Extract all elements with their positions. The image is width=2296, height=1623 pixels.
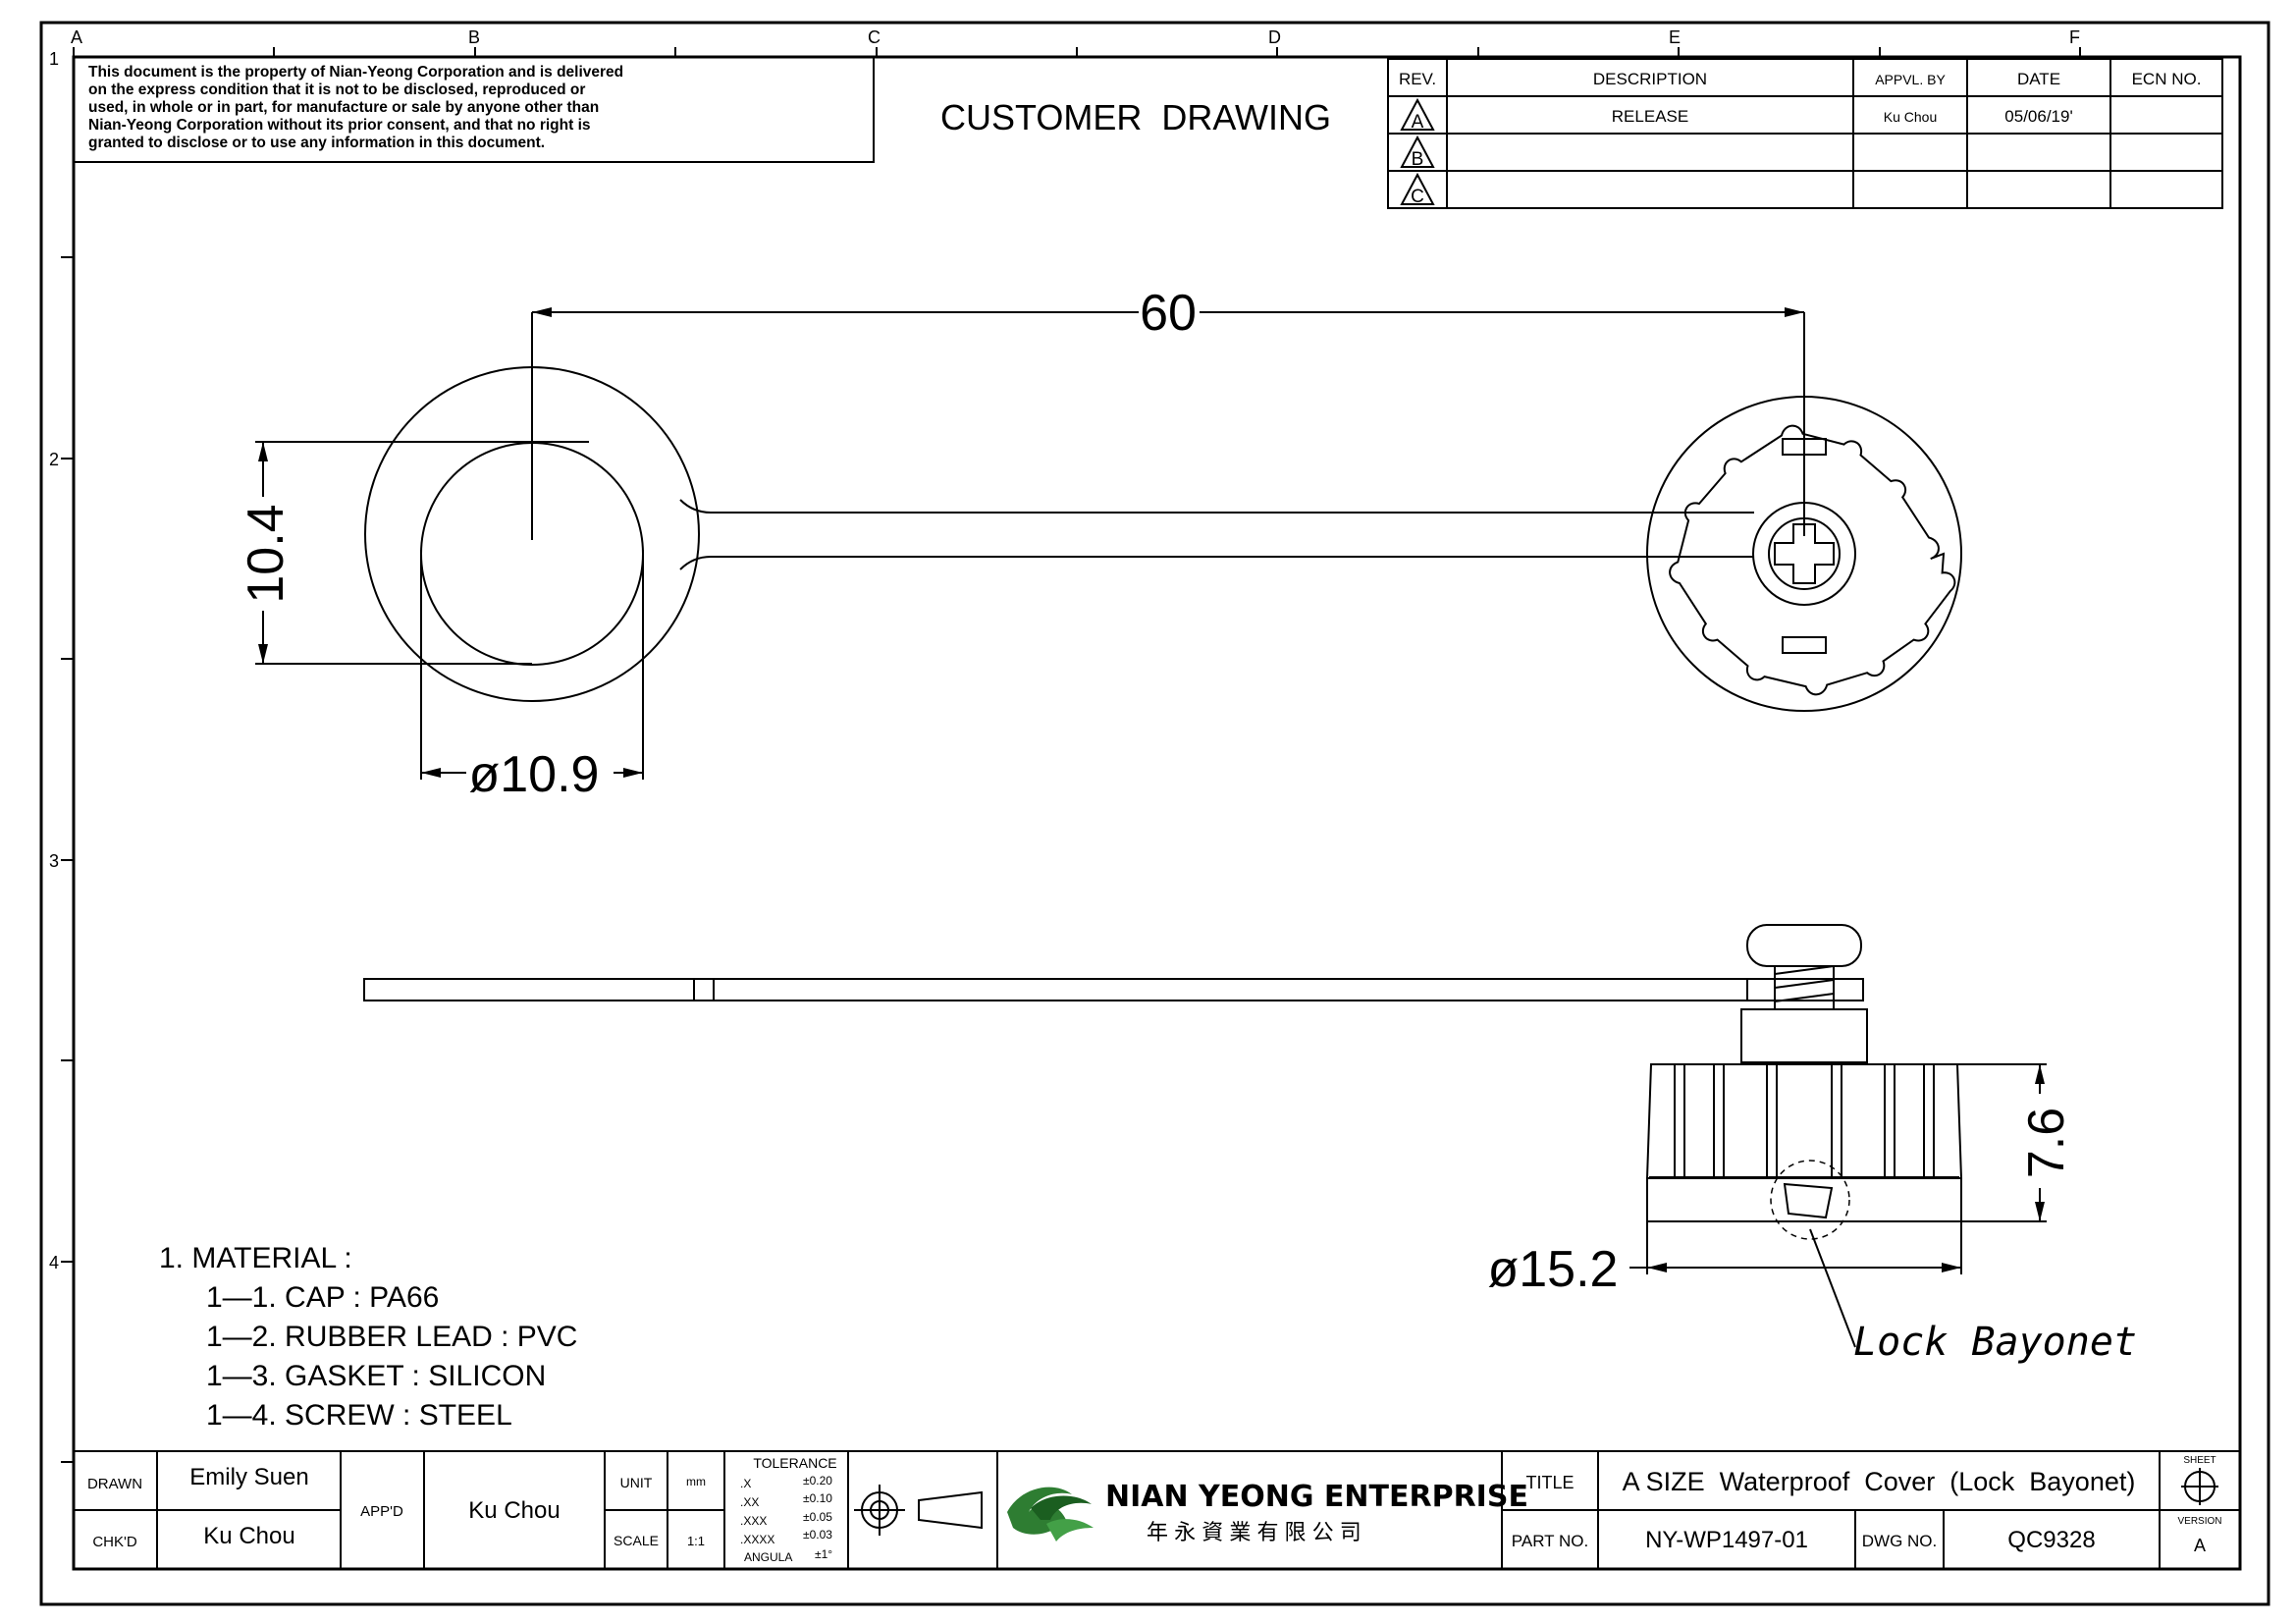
dwg-no-label: DWG NO.: [1862, 1532, 1938, 1550]
knob-lobes: [1669, 424, 1956, 696]
disclaimer-line: used, in whole or in part, for manufactu…: [88, 99, 599, 116]
dimension-length: 60: [532, 285, 1804, 342]
rev-c-symbol: C: [1411, 187, 1424, 207]
disclaimer-line: granted to disclose or to use any inform…: [88, 135, 545, 151]
tolerance-key: .X: [740, 1477, 751, 1490]
drawing-kind-title: CUSTOMER DRAWING: [940, 97, 1331, 137]
rev-b-symbol: B: [1412, 149, 1424, 170]
rev-a-description: RELEASE: [1612, 107, 1688, 126]
dim-cap-diameter-label: ø10.9: [469, 746, 600, 803]
tolerance-value: ±0.10: [803, 1491, 832, 1505]
approved-by-header: APPVL. BY: [1875, 72, 1946, 87]
sheet-label: SHEET: [2183, 1455, 2216, 1466]
grid-row-4: 4: [49, 1253, 59, 1272]
dim-base-diameter-label: ø15.2: [1488, 1241, 1619, 1298]
material-notes: 1. MATERIAL : 1—1. CAP : PA66 1—2. RUBBE…: [159, 1242, 577, 1432]
dim-base-height-label: 7.6: [2018, 1108, 2075, 1178]
side-view: [363, 924, 1963, 1348]
rev-a-date: 05/06/19': [2004, 107, 2072, 126]
grid-col-d: D: [1268, 27, 1281, 47]
lock-bayonet-callout: Lock Bayonet: [1853, 1320, 2137, 1365]
tolerance-key: .XXX: [740, 1514, 767, 1528]
top-view: [364, 312, 1754, 702]
part-no-label: PART NO.: [1512, 1532, 1588, 1550]
ecn-header: ECN NO.: [2132, 70, 2202, 88]
grid-col-a: A: [71, 27, 82, 47]
tolerance-key: ANGULA: [744, 1550, 792, 1564]
note-item: 1—3. GASKET : SILICON: [206, 1360, 546, 1392]
tolerance-key: .XX: [740, 1495, 759, 1509]
tolerance-value: ±0.03: [803, 1528, 832, 1542]
grid-labels: A B C D E F 1 2 3 4: [49, 27, 2080, 1272]
tolerance-value: ±0.20: [803, 1474, 832, 1488]
rev-a-symbol: A: [1412, 112, 1424, 133]
dimension-cap-height: 10.4: [238, 441, 589, 665]
approved-label: APP'D: [360, 1503, 403, 1520]
rev-a-approver: Ku Chou: [1884, 109, 1937, 125]
title-label: TITLE: [1525, 1473, 1574, 1492]
date-header: DATE: [2017, 70, 2060, 88]
grid-ticks: [61, 47, 2081, 1463]
disclaimer-line: This document is the property of Nian-Ye…: [88, 64, 623, 81]
scale-value: 1:1: [687, 1534, 705, 1548]
revision-table: REV. DESCRIPTION APPVL. BY DATE ECN NO. …: [1387, 58, 2223, 209]
note-heading: 1. MATERIAL :: [159, 1242, 352, 1274]
rev-header: REV.: [1399, 70, 1436, 88]
checked-label: CHK'D: [92, 1534, 137, 1550]
grid-row-2: 2: [49, 450, 59, 469]
disclaimer-line: on the express condition that it is not …: [88, 81, 585, 98]
tolerance-value: ±0.05: [803, 1510, 832, 1524]
dim-length-label: 60: [1140, 285, 1197, 342]
part-no: NY-WP1497-01: [1645, 1527, 1808, 1553]
company-name: NIAN YEONG ENTERPRISE: [1105, 1480, 1528, 1514]
grid-col-e: E: [1669, 27, 1681, 47]
note-item: 1—2. RUBBER LEAD : PVC: [206, 1321, 577, 1353]
dimension-base-height: 7.6: [1867, 1063, 2075, 1222]
grid-col-f: F: [2069, 27, 2080, 47]
dimension-base-diameter: ø15.2: [1488, 1221, 1962, 1298]
unit-value: mm: [686, 1475, 706, 1488]
note-item: 1—4. SCREW : STEEL: [206, 1399, 512, 1432]
sheet-symbol-icon: [2181, 1468, 2218, 1505]
dimension-cap-diameter: ø10.9: [420, 550, 644, 803]
grid-col-c: C: [868, 27, 881, 47]
disclaimer-box: This document is the property of Nian-Ye…: [73, 56, 875, 163]
drawn-label: DRAWN: [87, 1476, 142, 1492]
tolerance-title: TOLERANCE: [753, 1455, 836, 1471]
grid-row-1: 1: [49, 49, 59, 69]
drawn-by: Emily Suen: [189, 1464, 308, 1490]
title-block: DRAWN Emily Suen CHK'D Ku Chou APP'D Ku …: [73, 1450, 2241, 1570]
checked-by: Ku Chou: [203, 1523, 294, 1549]
drawing-title: A SIZE Waterproof Cover (Lock Bayonet): [1623, 1467, 2136, 1496]
company-name-chinese: 年 永 資 業 有 限 公 司: [1147, 1520, 1362, 1544]
dwg-no: QC9328: [2007, 1527, 2095, 1553]
scale-label: SCALE: [614, 1533, 659, 1548]
bayonet-knob: [1646, 312, 1962, 712]
version-label: VERSION: [2177, 1516, 2221, 1527]
projection-symbol-icon: [854, 1485, 983, 1536]
tolerance-key: .XXXX: [740, 1533, 774, 1546]
grid-col-b: B: [468, 27, 480, 47]
disclaimer-line: Nian-Yeong Corporation without its prior…: [88, 117, 591, 134]
tolerance-value: ±1°: [815, 1547, 832, 1561]
unit-label: UNIT: [620, 1475, 653, 1490]
approved-by: Ku Chou: [468, 1497, 560, 1524]
company-logo: [1007, 1487, 1094, 1542]
grid-row-3: 3: [49, 851, 59, 871]
description-header: DESCRIPTION: [1593, 70, 1707, 88]
dim-cap-height-label: 10.4: [238, 504, 294, 603]
version-value: A: [2194, 1536, 2206, 1555]
note-item: 1—1. CAP : PA66: [206, 1281, 439, 1314]
